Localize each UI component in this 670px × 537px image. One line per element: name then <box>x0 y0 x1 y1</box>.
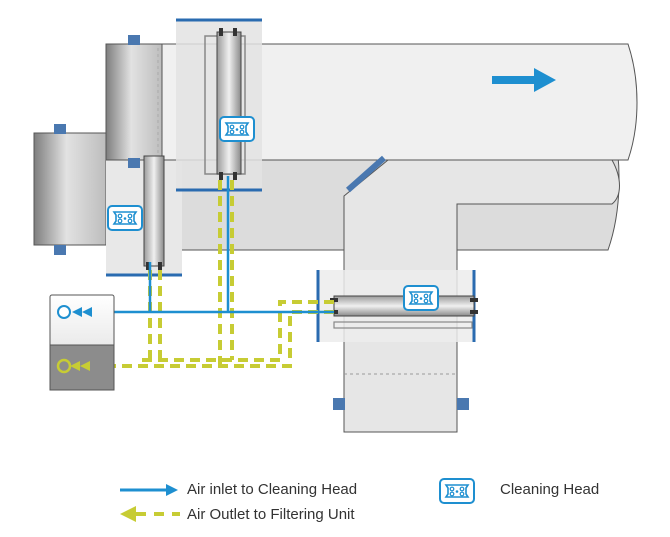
air-inlet-lines <box>84 176 334 314</box>
mount-block <box>128 158 140 168</box>
cleaning-head-icon <box>219 116 255 142</box>
lower-cleaning-bar <box>143 155 165 267</box>
filtering-unit <box>49 294 115 391</box>
legend-outlet-symbol <box>120 506 180 522</box>
small-roll <box>33 132 107 246</box>
mount-block <box>54 124 66 134</box>
mount-block <box>333 398 345 410</box>
legend-cleaning-head-icon <box>439 478 475 504</box>
mount-block <box>54 245 66 255</box>
legend-inlet-label: Air inlet to Cleaning Head <box>187 481 358 498</box>
cleaning-head-icon <box>107 205 143 231</box>
legend-cleaning-head-label: Cleaning Head <box>500 481 600 498</box>
right-arrow-icon <box>492 68 556 92</box>
mount-block <box>457 398 469 410</box>
legend-inlet-symbol <box>120 484 178 496</box>
mount-block <box>128 35 140 45</box>
legend-outlet-label: Air Outlet to Filtering Unit <box>187 506 355 523</box>
big-roll <box>105 43 163 161</box>
cleaning-head-icon <box>403 285 439 311</box>
